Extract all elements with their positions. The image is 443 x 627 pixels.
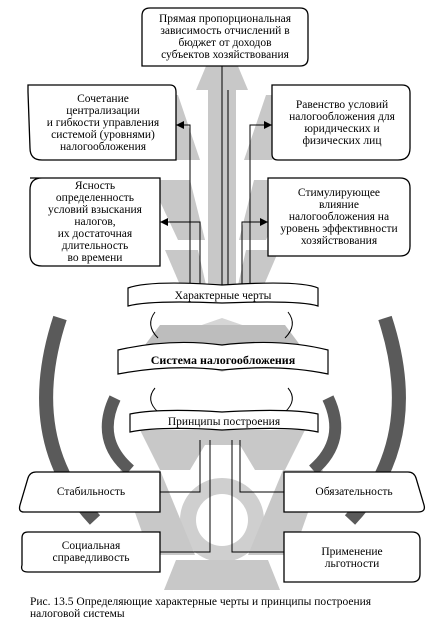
line-pr-right-2 [231,440,284,553]
figure-caption: Рис. 13.5 Определяющие характерные черты… [30,596,372,620]
lower-emblem-base [164,560,280,590]
feature-centralization: Сочетание централизации и гибкости управ… [46,93,160,153]
feature-box-right-1 [271,84,411,161]
right-inner-arc [308,395,342,475]
principles-banner [129,409,319,433]
line-right-2 [241,221,268,285]
bend-right-down [284,387,293,413]
line-left-2 [160,221,201,285]
feature-box-left-2 [29,177,161,267]
principle-benefits: Применение льготности [321,546,383,570]
line-pr-left-1 [160,440,201,493]
lower-emblem-top [140,430,305,470]
line-pr-left-2 [160,440,211,553]
feature-direct-proportional: Прямая пропорциональная зависимость отчи… [158,13,292,61]
line-pr-right-1 [239,440,284,493]
arrowhead-right-2 [260,218,268,226]
principle-box-right-2 [283,531,421,583]
left-inner-arc [101,395,135,475]
feature-equality: Равенство условий налогообложения для юр… [289,99,395,147]
left-chevron-2 [150,180,205,240]
arrowhead-left-2 [160,218,168,226]
bend-right-up [284,311,293,339]
feature-clarity: Ясность определенность условий взыскания… [48,180,142,264]
features-label: Характерные черты [174,290,272,302]
feature-box-top [141,7,309,67]
right-chevron-3 [238,250,279,285]
lower-emblem-inner [196,494,248,546]
arrowhead-right-1 [264,121,272,129]
feature-box-left-1 [27,84,177,161]
principle-social-justice: Социальная справедливость [52,540,130,564]
features-banner [127,282,319,307]
feature-boxes [27,7,411,267]
principle-box-right-1 [283,471,426,513]
bend-left-up [150,311,159,339]
principles-label: Принципы построения [167,416,281,428]
center-banner [117,341,329,375]
arrowhead-left-1 [176,121,184,129]
principle-obligation: Обязательность [315,486,393,498]
feature-box-right-2 [267,177,411,257]
left-chevron-3 [165,250,206,285]
center-title: Система налогообложения [150,353,296,367]
bend-left-down [150,387,159,413]
principle-boxes [18,471,426,583]
principle-box-left-2 [20,531,161,573]
principle-stability: Стабильность [56,486,126,498]
banners [117,282,329,433]
principle-box-left-1 [18,471,161,513]
feature-stimulating: Стимулирующее влияние налогообложения на… [280,187,398,247]
